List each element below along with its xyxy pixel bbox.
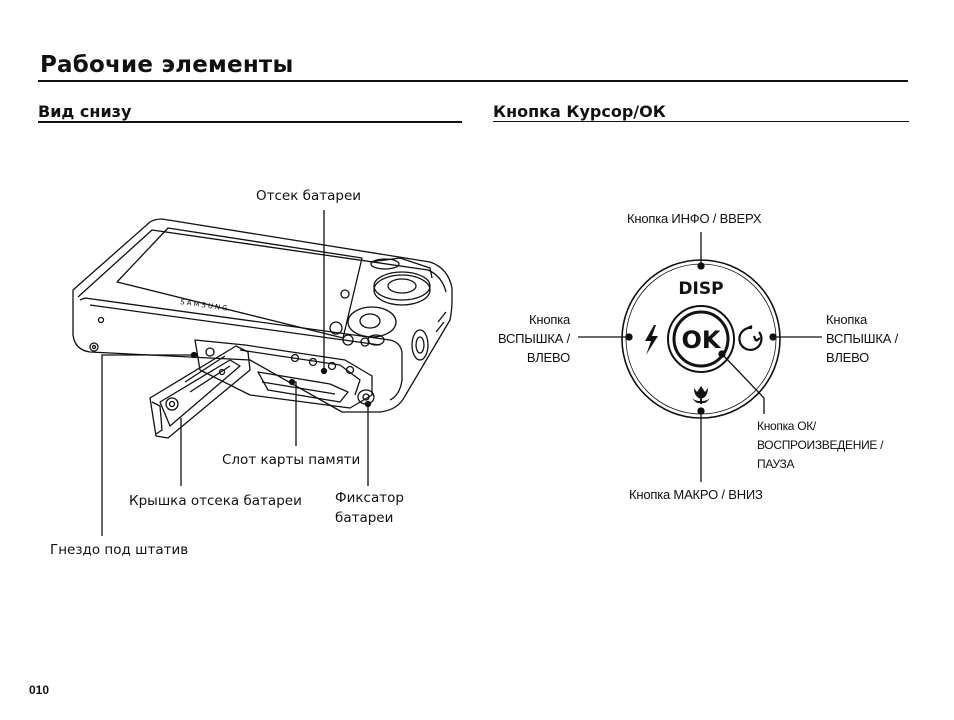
label-tripod-socket: Гнездо под штатив [50,542,189,558]
label-flash-right-line2: ВСПЫШКА / [826,331,899,346]
label-flash-left-line1: Кнопка [528,312,570,327]
disp-button-text: DISP [678,279,723,299]
camera-body-outline [72,218,453,413]
battery-compartment [194,339,373,409]
leader-ok [721,353,765,414]
battery-cover [149,345,251,439]
page-title: Рабочие элементы [40,52,294,78]
lcd-screen [116,227,363,339]
memory-card-slot [257,371,349,403]
label-ok-line2: ВОСПРОИЗВЕДЕНИЕ / [757,438,884,452]
mode-dial [373,271,431,301]
label-macro-down: Кнопка МАКРО / ВНИЗ [629,487,763,502]
leader-tripod-socket [101,354,194,536]
self-timer-icon [738,325,763,351]
cursor-ok-rule [493,121,909,122]
label-battery-lock-line2: батареи [335,510,394,526]
flash-icon [645,325,658,355]
label-memory-card-slot: Слот карты памяти [222,452,361,468]
tripod-socket [89,342,99,352]
label-battery-lock-line1: Фиксатор [335,490,404,506]
label-battery-compartment: Отсек батареи [256,188,362,204]
label-battery-cover: Крышка отсека батареи [129,493,302,509]
label-info-up: Кнопка ИНФО / ВВЕРХ [627,211,762,226]
macro-icon [692,386,710,404]
cursor-ok-title: Кнопка Курсор/ОК [493,102,666,121]
label-ok-line3: ПАУЗА [757,457,795,471]
label-flash-right-line1: Кнопка [826,312,868,327]
label-ok-line1: Кнопка ОК/ [757,419,816,433]
bottom-view-title: Вид снизу [38,102,132,121]
label-flash-left-line3: ВЛЕВО [526,350,570,365]
label-flash-left-line2: ВСПЫШКА / [497,331,570,346]
ok-button-text: OK [682,326,722,354]
bottom-view-rule [38,121,462,123]
title-rule [38,80,908,82]
back-cursor-pad [347,306,397,338]
label-flash-right-line3: ВЛЕВО [826,350,870,365]
page-number: 010 [29,683,50,697]
